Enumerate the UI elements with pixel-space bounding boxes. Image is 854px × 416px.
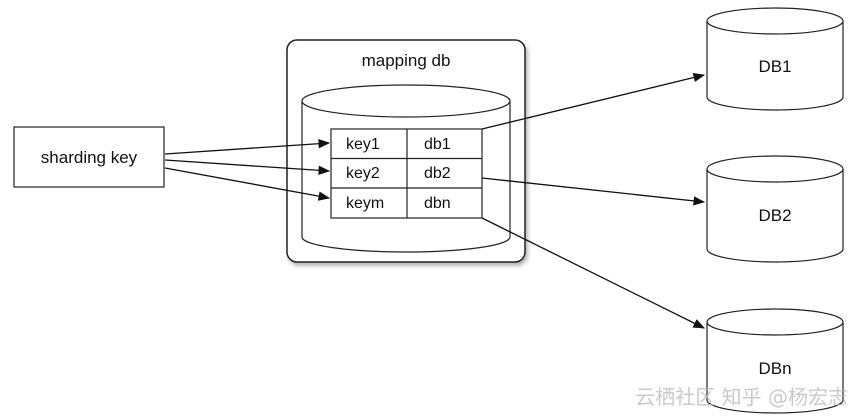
sharding-key-box: sharding key — [13, 126, 165, 188]
table-row: key2 db2 — [346, 165, 451, 182]
table-cell-db: db2 — [424, 165, 451, 182]
db-arrows — [481, 72, 706, 329]
table-cell-key: key1 — [346, 136, 380, 153]
sharding-key-label: sharding key — [41, 148, 138, 167]
mapping-table: key1 db1 key2 db2 keym dbn — [330, 128, 483, 219]
db2-cylinder: DB2 — [706, 155, 844, 263]
arrow-to-key2 — [164, 159, 331, 175]
table-row: key1 db1 — [346, 136, 451, 153]
arrow-to-dbn — [481, 217, 706, 329]
db1-cylinder: DB1 — [706, 7, 844, 111]
key-arrows — [164, 139, 331, 201]
db2-label: DB2 — [758, 206, 791, 225]
table-cell-key: key2 — [346, 165, 380, 182]
dbn-label: DBn — [758, 359, 791, 378]
watermark: 云栖社区 知乎 @杨宏志 — [635, 385, 848, 409]
mapping-db-container: mapping db key1 db1 key2 db2 keym dbn — [286, 39, 526, 263]
dbn-cylinder: DBn — [706, 308, 844, 414]
table-cell-db: dbn — [424, 195, 451, 212]
mapping-db-title: mapping db — [362, 51, 451, 70]
arrow-to-key1 — [164, 139, 331, 155]
table-cell-db: db1 — [424, 136, 451, 153]
table-cell-key: keym — [346, 195, 384, 212]
arrow-to-db2 — [481, 177, 706, 206]
arrow-to-db1 — [481, 72, 706, 130]
arrow-to-keym — [164, 167, 331, 201]
table-row: keym dbn — [346, 195, 451, 212]
db1-label: DB1 — [758, 57, 791, 76]
